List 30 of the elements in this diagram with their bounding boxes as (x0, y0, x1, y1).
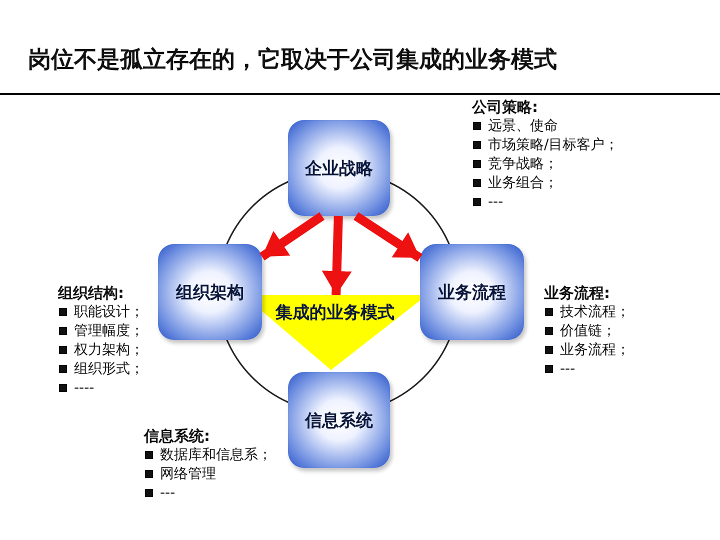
list-item: 远景、使命 (488, 117, 558, 135)
list-item: 市场策略/目标客户； (488, 136, 619, 154)
list-item: ---- (74, 379, 94, 397)
arrow (259, 212, 325, 260)
list-item: 价值链； (560, 322, 616, 340)
list-item: 数据库和信息系； (160, 446, 272, 464)
rounded-box: 业务流程 (420, 244, 524, 340)
list-item: 业务组合； (488, 174, 558, 192)
list-item: --- (560, 360, 576, 378)
rounded-box: 信息系统 (288, 372, 390, 468)
list-item: 管理幅度； (74, 322, 144, 340)
title: 岗位不是孤立存在的，它取决于公司集成的业务模式 (28, 46, 557, 75)
triangle-label: 集成的业务模式 (274, 302, 396, 324)
list-item: 组织形式； (74, 360, 144, 378)
list-item: 权力架构； (74, 341, 144, 359)
list-item: 业务流程； (560, 341, 630, 359)
arrow (354, 212, 422, 262)
list-heading: 业务流程: (544, 284, 610, 302)
list-item: 竞争战略； (488, 155, 558, 173)
list-item: --- (160, 484, 176, 502)
rounded-box: 企业战略 (288, 120, 390, 216)
list-heading: 组织结构: (58, 284, 124, 302)
list-heading: 公司策略: (472, 98, 538, 116)
rounded-box: 组织架构 (158, 244, 262, 340)
list-item: 职能设计； (74, 303, 144, 321)
list-item: --- (488, 193, 504, 211)
arrow (322, 216, 352, 296)
list-item: 技术流程； (560, 303, 630, 321)
list-item: 网络管理 (160, 465, 216, 483)
list-heading: 信息系统: (144, 427, 210, 445)
